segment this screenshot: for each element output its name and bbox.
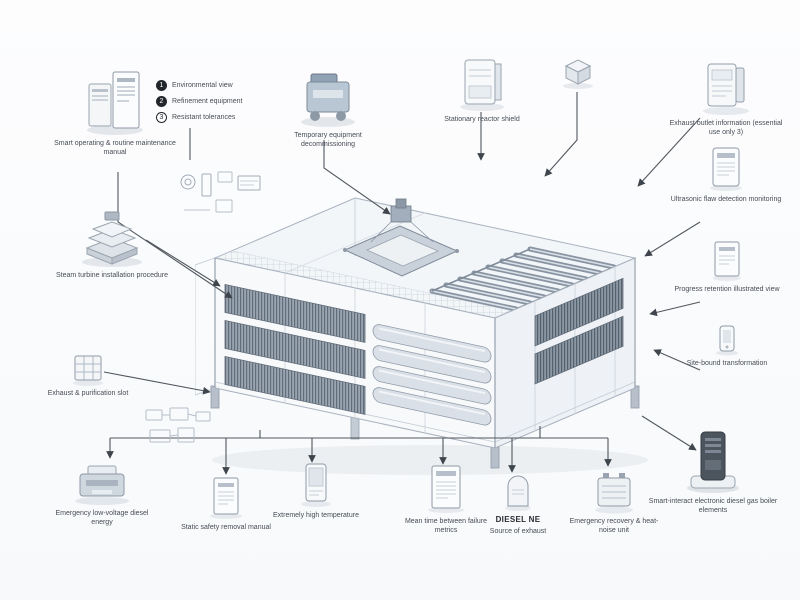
callout-steam-turbine: Steam turbine installation procedure [44, 210, 180, 280]
outlet-device-icon [703, 63, 749, 115]
callout-ultrasonic-monitoring: Ultrasonic flaw detection monitoring [668, 146, 784, 204]
callout-label: Steam turbine installation procedure [55, 272, 169, 279]
generator-icon [75, 465, 129, 505]
callout-reactor-shield: Stationary reactor shield [430, 56, 534, 124]
legend-item: 3 Resistant tolerances [156, 112, 288, 123]
callout-label: Exhaust & purification slot [47, 390, 129, 397]
callout-mtbf-metrics: Mean time between failure metrics [394, 464, 498, 535]
cabinet-icon [460, 59, 504, 111]
isometric-machine-illustration [195, 197, 648, 475]
callout-decommissioning: Temporary equipment decommissioning [268, 68, 388, 149]
callout-spare-box [556, 56, 600, 90]
part-sketch-icons [180, 171, 261, 213]
callout-label: Emergency recovery & heat-noise unit [569, 518, 659, 535]
callout-diesel-source: DIESEL NE Source of exhaust [472, 474, 564, 536]
callout-label: Emergency low-voltage diesel energy [55, 510, 149, 527]
report-page-icon [428, 465, 464, 513]
legend-label: Resistant tolerances [172, 114, 236, 121]
legend-number-badge: 2 [156, 96, 167, 107]
callout-label: Site-bound transformation [686, 360, 768, 367]
document-icon [210, 477, 242, 519]
legend-label: Environmental view [172, 82, 233, 89]
manual-brochure-icon [87, 71, 143, 135]
callout-boiler-tower: Smart-interact electronic diesel gas boi… [648, 424, 778, 515]
battery-unit-icon [595, 473, 633, 514]
callout-removal-manual: Static safety removal manual [180, 476, 272, 532]
diesel-marker-icon [505, 475, 531, 511]
callout-label: Extremely high temperature [273, 512, 359, 519]
callout-high-temperature: Extremely high temperature [262, 462, 370, 520]
stacked-trays-icon [82, 211, 142, 267]
callout-label: Static safety removal manual [181, 524, 271, 531]
callout-maintenance-manual: Smart operating & routine maintenance ma… [45, 66, 185, 157]
mobile-machine-icon [301, 73, 355, 127]
legend-number-badge: 1 [156, 80, 167, 91]
legend-item: 2 Refinement equipment [156, 96, 288, 107]
tower-unit-icon [687, 431, 739, 493]
callout-label: Source of exhaust [489, 528, 547, 535]
callout-label: Progress retention illustrated view [674, 286, 780, 293]
legend-item: 1 Environmental view [156, 80, 288, 91]
callout-label: Exhaust outlet information (essential us… [669, 120, 783, 137]
handheld-device-icon [716, 325, 738, 356]
grid-panel-icon [73, 355, 103, 386]
spare-box-icon [563, 59, 593, 89]
legend-label: Refinement equipment [172, 98, 243, 105]
tablet-report-icon [710, 147, 742, 191]
callout-label: Ultrasonic flaw detection monitoring [670, 196, 782, 203]
exploded-part-sketch-icons [145, 407, 211, 443]
legend: 1 Environmental view 2 Refinement equipm… [156, 80, 288, 123]
callout-recovery-unit: Emergency recovery & heat-noise unit [562, 468, 666, 535]
legend-number-badge: 3 [156, 112, 167, 123]
callout-label: Smart operating & routine maintenance ma… [54, 140, 176, 157]
callout-progress-view: Progress retention illustrated view [668, 240, 786, 294]
callout-label: Smart-interact electronic diesel gas boi… [648, 498, 778, 515]
callout-label: Stationary reactor shield [444, 116, 520, 123]
callout-diesel-energy: Emergency low-voltage diesel energy [44, 458, 160, 527]
callout-label: Temporary equipment decommissioning [294, 132, 362, 149]
callout-exhaust-info: Exhaust outlet information (essential us… [664, 58, 788, 137]
card-report-icon [713, 241, 741, 281]
callout-purification-slot: Exhaust & purification slot [38, 352, 138, 398]
callout-site-transformation: Site-bound transformation [672, 324, 782, 368]
callout-title: DIESEL NE [495, 515, 541, 524]
monitor-device-icon [301, 463, 331, 507]
callout-label: Mean time between failure metrics [404, 518, 488, 535]
